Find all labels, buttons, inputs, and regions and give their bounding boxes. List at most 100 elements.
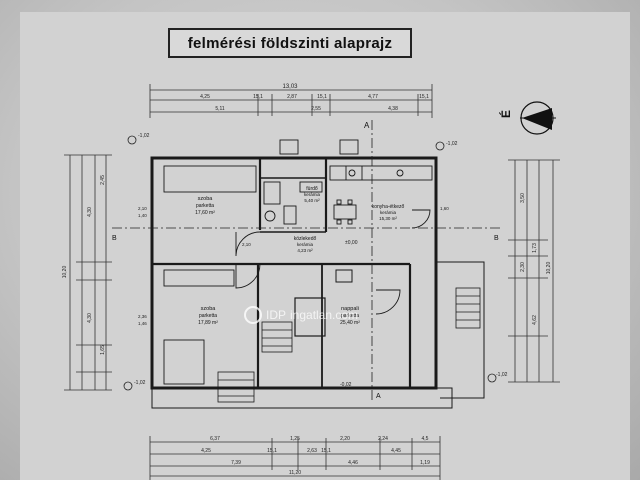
dim-bottom1-1: 6,37 xyxy=(210,436,220,442)
elev-3: -1,02 xyxy=(134,380,146,386)
watermark-brand: ingatlan.com xyxy=(290,308,359,322)
dim-bottom2-3: 2,63 xyxy=(307,448,317,454)
wardrobe-szoba1 xyxy=(163,165,257,193)
watermark: IDP ingatlan.com xyxy=(244,306,358,324)
opening-3: 2,36 xyxy=(138,314,147,319)
left-dimension-chains xyxy=(64,154,112,391)
dim-bottom2-1: 4,25 xyxy=(201,448,211,454)
room-floor: parketta xyxy=(199,313,217,319)
dim-left-4: 1,65 xyxy=(100,345,106,355)
room-name: konyha-étkező xyxy=(372,204,405,210)
dim-left-1: 4,30 xyxy=(87,207,93,217)
dim-top-overall: 13,03 xyxy=(282,84,298,90)
door-swings xyxy=(235,209,431,315)
room-floor: kerámia xyxy=(380,210,397,215)
top-dimension-chains xyxy=(149,84,433,118)
dim-top-3: 2,87 xyxy=(287,94,297,100)
opening-5: 2,10 xyxy=(242,242,251,247)
room-name: fürdő xyxy=(306,186,318,192)
elev-2: -1,02 xyxy=(446,141,458,147)
entrance-stairs xyxy=(217,321,293,403)
elev-1: -1,02 xyxy=(138,133,150,139)
dim-top2-1: 5,11 xyxy=(215,106,225,112)
dim-bottom1-2: 1,25 xyxy=(290,436,300,442)
opening-2: 1,40 xyxy=(138,213,147,218)
kitchen-counter xyxy=(329,165,433,181)
opening-6: 1,60 xyxy=(440,206,449,211)
room-label-furdo: fürdő kerámia 5,40 m² xyxy=(304,186,321,203)
room-label-szoba2: szoba parketta 17,89 m² xyxy=(198,306,218,326)
room-area: 15,30 m² xyxy=(379,216,397,221)
right-dimension-chains xyxy=(508,159,560,383)
stair-block-center xyxy=(294,297,326,337)
bottom-dimension-chains xyxy=(149,436,441,480)
opening-4: 1,46 xyxy=(138,321,147,326)
room-area: 25,40 m² xyxy=(340,320,360,326)
room-floor: parketta xyxy=(196,203,214,209)
dim-bottom-overall: 11,20 xyxy=(289,470,301,476)
dim-right-2: 1,73 xyxy=(532,243,538,253)
compass-label: É xyxy=(498,110,513,118)
dim-right-overall: 10,20 xyxy=(546,262,552,275)
dim-right-4: 4,62 xyxy=(532,315,538,325)
room-area: 5,40 m² xyxy=(304,198,320,203)
dim-bottom1-3: 2,20 xyxy=(340,436,350,442)
dim-top2-3: 4,38 xyxy=(388,106,398,112)
room-label-nappali: nappali parketta 25,40 m² xyxy=(340,306,360,326)
dim-bottom3-1: 7,39 xyxy=(231,460,241,466)
room-name: közlekedő xyxy=(294,236,317,242)
elev-4: -1,02 xyxy=(496,372,508,378)
section-label-b-right: B xyxy=(494,235,499,242)
dim-top-6: 15,1 xyxy=(419,94,429,100)
dining-table xyxy=(333,199,357,225)
building-walls xyxy=(150,156,485,409)
watermark-logo-icon xyxy=(244,306,262,324)
dim-bottom2-5: 4,45 xyxy=(391,448,401,454)
room-floor: kerámia xyxy=(297,242,314,247)
dim-top2-2: 2,55 xyxy=(311,106,321,112)
room-floor: parketta xyxy=(341,313,359,319)
wardrobe-szoba2 xyxy=(163,269,235,287)
dim-left-3: 4,30 xyxy=(87,313,93,323)
dim-right-1: 3,50 xyxy=(520,193,526,203)
dim-bottom2-4: 15,1 xyxy=(321,448,331,454)
section-label-a-top: A xyxy=(364,121,370,130)
plan-title-text: felmérési földszinti alaprajz xyxy=(187,34,393,52)
dim-left-2: 2,45 xyxy=(100,175,106,185)
room-name: nappali xyxy=(341,306,359,312)
dim-right-3: 2,30 xyxy=(520,262,526,272)
dim-top-1: 4,25 xyxy=(200,94,210,100)
dim-left-overall: 10,20 xyxy=(62,266,68,279)
terrace-stairs xyxy=(455,287,481,329)
room-area: 17,60 m² xyxy=(195,210,215,216)
room-area: 17,89 m² xyxy=(198,320,218,326)
dim-bottom3-2: 4,46 xyxy=(348,460,358,466)
dim-bottom1-4: 2,24 xyxy=(378,436,388,442)
elev-5: ±0,00 xyxy=(345,240,358,246)
dim-top-4: 15,1 xyxy=(317,94,327,100)
bathroom-fixtures xyxy=(263,139,359,225)
dim-bottom1-5: 4,5 xyxy=(422,436,429,442)
north-compass-icon xyxy=(520,101,556,135)
section-label-b-left: B xyxy=(112,235,117,242)
room-area: 4,23 m² xyxy=(297,248,313,253)
elev-6: -0,02 xyxy=(340,382,352,388)
room-label-konyha: konyha-étkező kerámia 15,30 m² xyxy=(372,204,405,221)
chimney xyxy=(335,269,353,283)
dim-bottom2-2: 15,1 xyxy=(267,448,277,454)
opening-1: 2,10 xyxy=(138,206,147,211)
dim-top-2: 15,1 xyxy=(253,94,263,100)
bed-szoba2 xyxy=(163,339,205,385)
dim-top-5: 4,77 xyxy=(368,94,378,100)
section-label-a-bottom: A xyxy=(376,393,381,400)
room-floor: kerámia xyxy=(304,192,321,197)
room-name: szoba xyxy=(198,196,214,202)
plan-title: felmérési földszinti alaprajz xyxy=(168,28,412,58)
room-name: szoba xyxy=(201,306,217,312)
dim-bottom3-3: 1,19 xyxy=(420,460,430,466)
watermark-prefix: IDP xyxy=(266,308,287,322)
room-label-szoba1: szoba parketta 17,60 m² xyxy=(195,196,215,216)
room-label-kozlekedo: közlekedő kerámia 4,23 m² xyxy=(294,236,317,253)
